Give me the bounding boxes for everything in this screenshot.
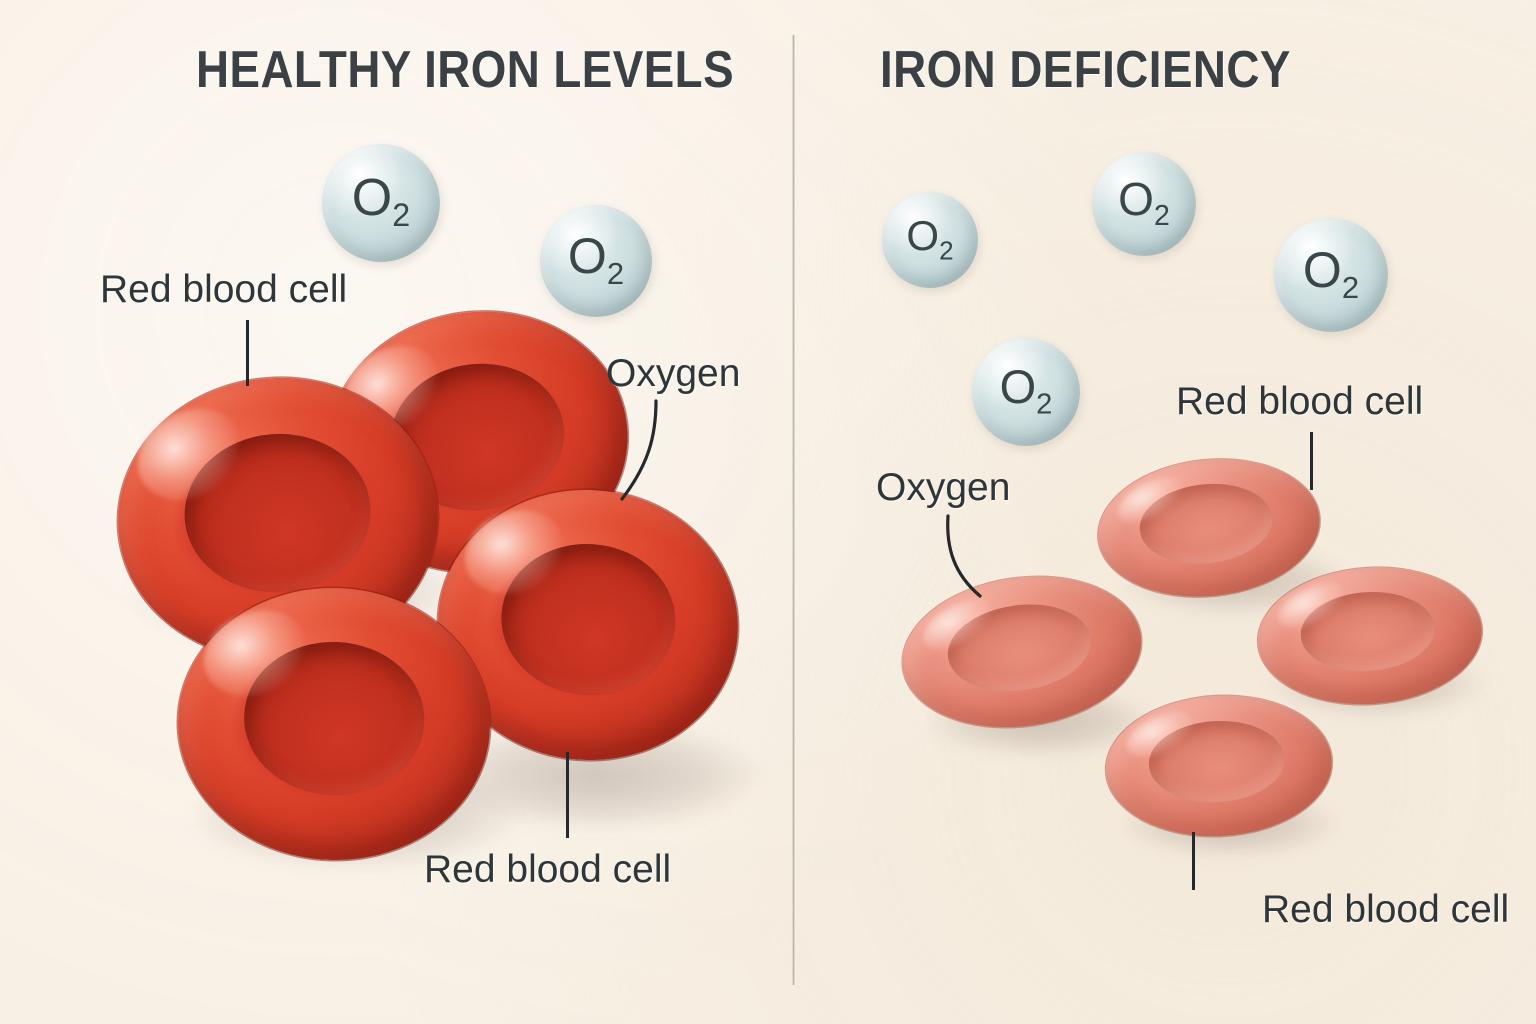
page-title-deficiency: IRON DEFICIENCY (880, 41, 1291, 99)
oxygen-molecule-label: O2 (999, 359, 1053, 420)
page-title-healthy: HEALTHY IRON LEVELS (196, 41, 735, 99)
leader-line-oxygen-left (620, 399, 658, 501)
leader-line-red-blood-cell-top-right (1310, 432, 1313, 490)
oxygen-molecule-label: O2 (1302, 241, 1360, 305)
oxygen-molecule-label: O2 (906, 211, 954, 266)
label-red-blood-cell-top-left: Red blood cell (100, 268, 348, 311)
label-red-blood-cell-top-right: Red blood cell (1176, 380, 1424, 423)
leader-line-red-blood-cell-bottom-left (566, 752, 569, 838)
oxygen-molecule-label: O2 (567, 227, 625, 291)
leader-line-red-blood-cell-bottom-right (1192, 832, 1195, 890)
oxygen-molecule-label: O2 (1118, 172, 1170, 232)
oxygen-bubble-left-1: O2 (322, 144, 440, 262)
label-oxygen-left: Oxygen (606, 352, 741, 395)
oxygen-bubble-right-1: O2 (882, 192, 978, 288)
leader-line-red-blood-cell-top-left (246, 320, 249, 386)
label-red-blood-cell-bottom-left: Red blood cell (424, 848, 672, 891)
oxygen-bubble-right-2: O2 (1092, 152, 1196, 256)
oxygen-bubble-right-3: O2 (1274, 218, 1388, 332)
oxygen-bubble-right-4: O2 (972, 338, 1080, 446)
oxygen-molecule-label: O2 (351, 168, 411, 234)
label-oxygen-right: Oxygen (876, 466, 1011, 509)
oxygen-bubble-left-2: O2 (540, 205, 652, 317)
panel-divider (792, 35, 795, 985)
label-red-blood-cell-bottom-right: Red blood cell (1262, 888, 1510, 931)
leader-line-oxygen-right (946, 514, 982, 598)
